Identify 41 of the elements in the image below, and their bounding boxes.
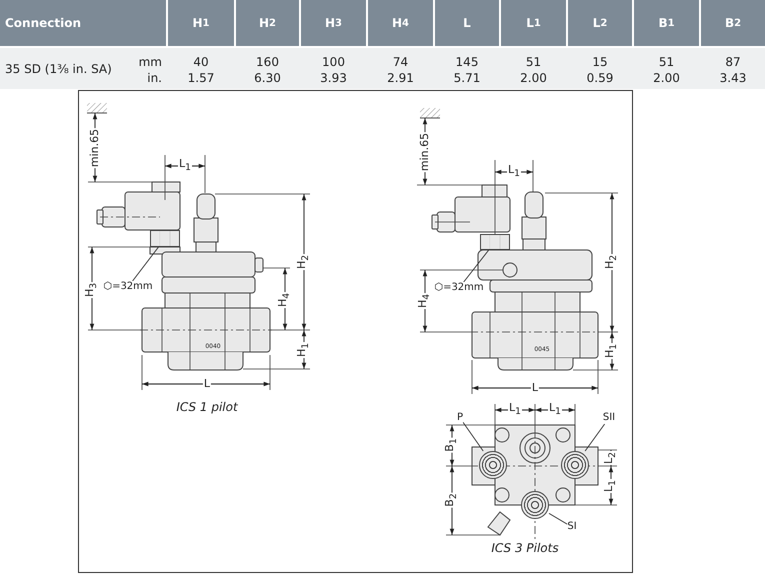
leader-line: [584, 424, 606, 452]
table-cell: 160: [256, 55, 279, 69]
table-cell: 3.93: [320, 71, 347, 85]
table-cell: 2.91: [387, 71, 414, 85]
column-header: L: [435, 0, 499, 46]
callout-label: ⬡=32mm: [103, 281, 153, 293]
figure-caption: ICS 1 pilot: [176, 401, 238, 413]
table-cell: 145: [456, 55, 478, 69]
dimension-label: L: [530, 382, 540, 394]
dimension-label: min.65: [419, 132, 431, 172]
table-cell: 87: [725, 55, 741, 69]
leader-line: [462, 422, 484, 452]
dimension-label: L: [202, 378, 212, 390]
table-cell: mm: [138, 55, 162, 69]
table-cell: in.: [147, 71, 162, 85]
hex-nut: [480, 234, 510, 250]
table-cell: 2.00: [653, 71, 680, 85]
leader-line: [132, 246, 159, 282]
table-cell: 51: [658, 55, 674, 69]
table-cell: 5.71: [454, 71, 480, 85]
callout-label: SII: [602, 412, 616, 424]
leader-line: [548, 512, 568, 525]
table-cell: 15: [592, 55, 608, 69]
table-cell: 2.00: [520, 71, 547, 85]
table-cell: 3.43: [720, 71, 746, 85]
table-cell: 100: [322, 55, 345, 69]
table-cell: 35 SD (1⅜ in. SA): [5, 62, 112, 76]
pilot-port: [521, 491, 549, 519]
column-header: Connection: [0, 0, 166, 46]
table-cell: 1.57: [188, 71, 214, 85]
table-cell: 40: [193, 55, 209, 69]
callout-label: ⬡=32mm: [434, 282, 484, 294]
callout-label: P: [456, 412, 464, 424]
table-cell: 74: [392, 55, 408, 69]
dimension-label: min.65: [89, 128, 101, 168]
leader-line: [463, 250, 490, 282]
table-cell: 51: [526, 55, 542, 69]
table-cell: 0.59: [586, 71, 614, 85]
figure-caption: ICS 3 Pilots: [491, 542, 559, 554]
table-cell: 6.30: [254, 71, 281, 85]
hex-nut: [150, 230, 180, 247]
